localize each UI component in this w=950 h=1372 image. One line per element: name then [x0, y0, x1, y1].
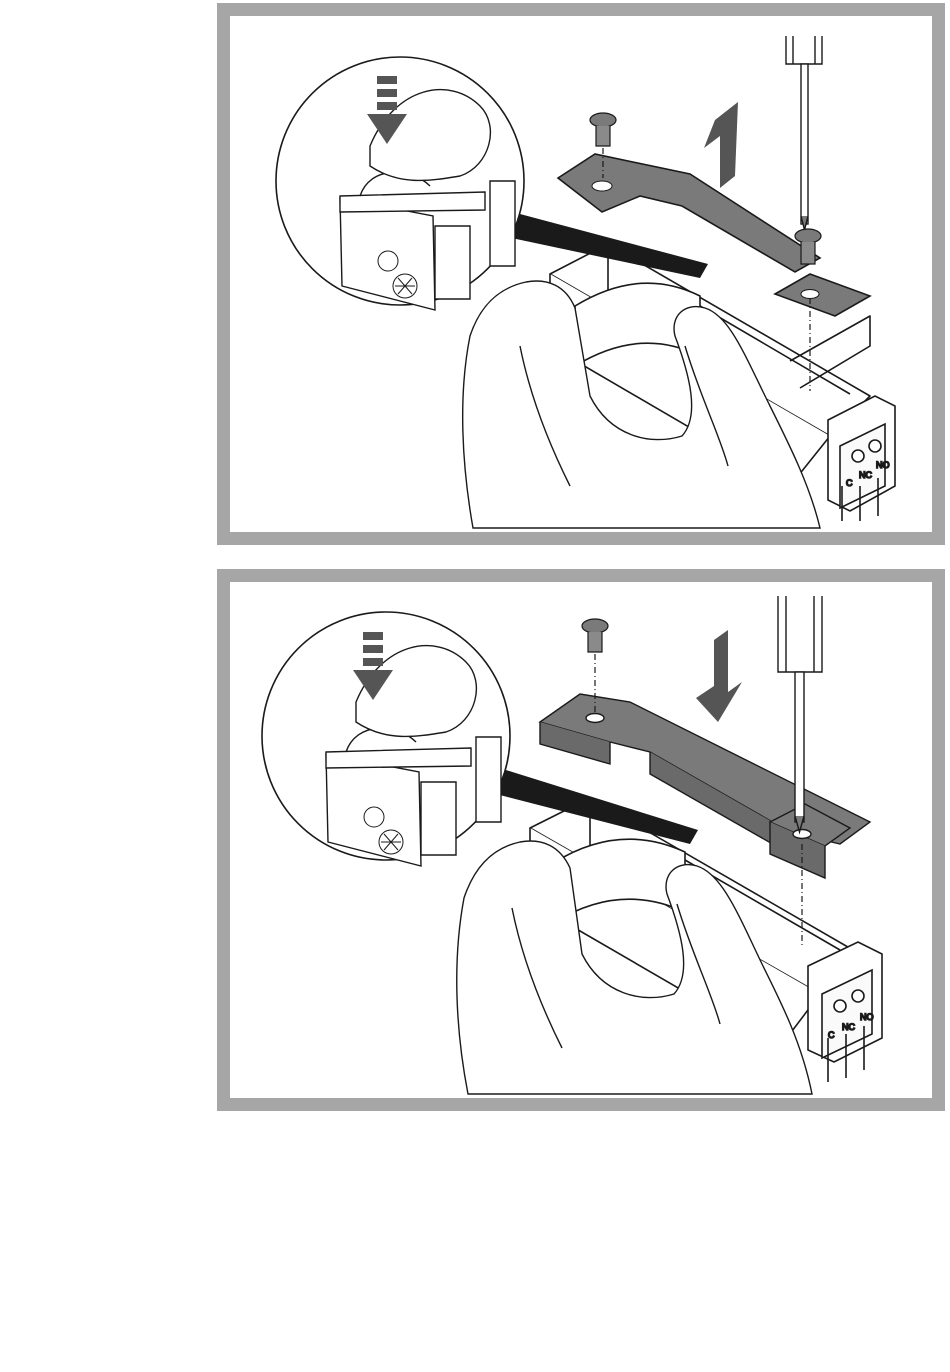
screwdriver: [786, 36, 822, 230]
arrow-up-icon: [704, 102, 738, 188]
arrow-down-icon: [696, 630, 742, 722]
figure-panel-fit-strike-plate: C NC NO: [217, 569, 945, 1111]
figure-panel-remove-cover: C NC NO: [217, 3, 945, 545]
terminal-label-no: NO: [860, 1012, 874, 1022]
terminal-label-no: NO: [876, 460, 890, 470]
terminal-block: C NC NO: [828, 396, 895, 521]
terminal-block: C NC NO: [808, 942, 882, 1082]
terminal-label-c: C: [846, 478, 853, 488]
terminal-label-c: C: [828, 1030, 835, 1040]
terminal-label-nc: NC: [859, 470, 872, 480]
terminal-label-nc: NC: [842, 1022, 855, 1032]
illustration-remove-cover: C NC NO: [230, 16, 932, 532]
small-plate: [775, 274, 870, 316]
illustration-fit-strike-plate: C NC NO: [230, 582, 932, 1098]
